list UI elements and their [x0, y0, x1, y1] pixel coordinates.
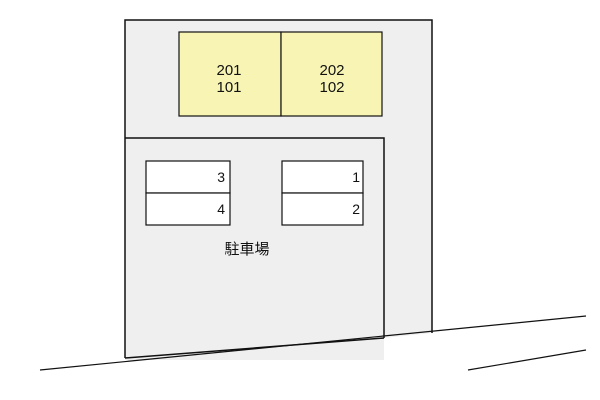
road-edge-line: [39, 315, 587, 371]
unit-lower-number: 101: [216, 79, 241, 96]
parking-slot-number: 1: [352, 169, 360, 185]
road-edge-line-far: [467, 349, 587, 371]
unit-upper-number: 201: [216, 62, 241, 79]
unit-lower-number: 102: [319, 79, 344, 96]
parking-slot: [281, 192, 364, 226]
parking-lot-bottom-edge: [124, 337, 385, 359]
parking-slot: [145, 160, 231, 194]
parking-slots-right: 1 2: [281, 160, 364, 226]
parking-slot: [145, 192, 231, 226]
unit-block-1: [178, 31, 282, 117]
parking-lot-label: 駐車場: [224, 241, 269, 258]
parking-slot: [281, 160, 364, 194]
road-area: [384, 316, 586, 400]
unit-block-2: [280, 31, 383, 117]
parking-slots-left: 3 4: [145, 160, 231, 226]
parking-lot-boundary: [125, 137, 385, 338]
parking-slot-number: 2: [352, 201, 360, 217]
parking-slot-number: 3: [217, 169, 225, 185]
parking-slot-number: 4: [217, 201, 225, 217]
site-boundary: [124, 19, 433, 333]
building: 201 101 202 102: [178, 31, 383, 117]
unit-upper-number: 202: [319, 62, 344, 79]
